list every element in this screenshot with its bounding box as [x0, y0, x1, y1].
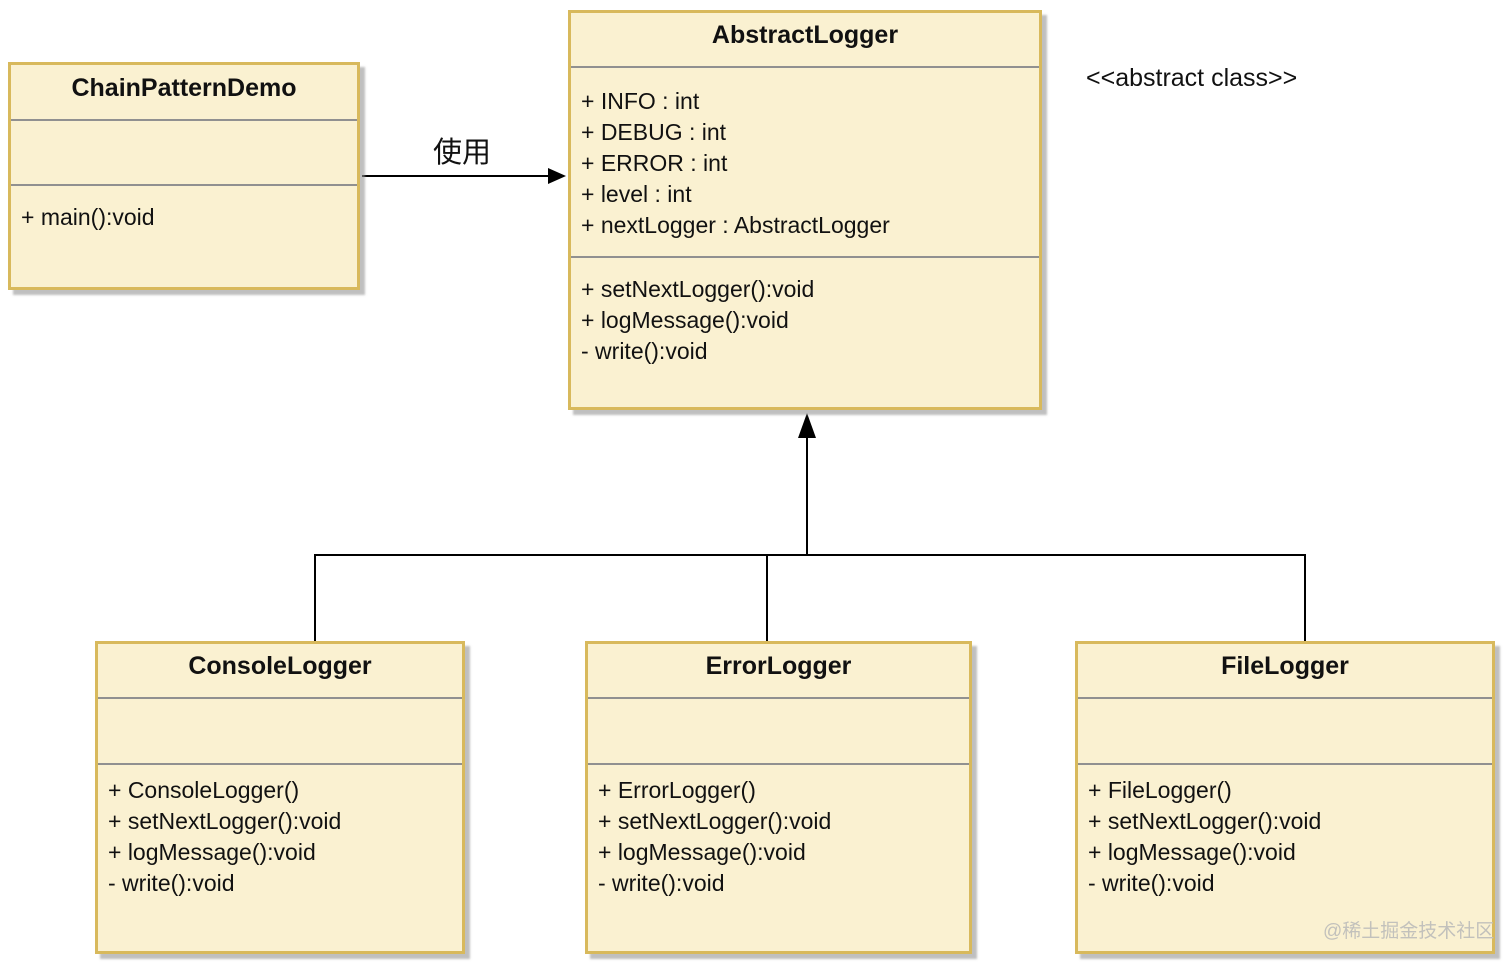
- attribute-line: + DEBUG : int: [581, 119, 727, 145]
- class-title-chain-pattern-demo: ChainPatternDemo: [71, 73, 297, 102]
- methods-section-console-logger: + ConsoleLogger() + setNextLogger():void…: [98, 763, 462, 951]
- method-line: + setNextLogger():void: [108, 808, 342, 834]
- methods-section-chain-pattern-demo: + main():void: [11, 184, 357, 287]
- method-line: + setNextLogger():void: [1088, 808, 1322, 834]
- method-line: + setNextLogger():void: [581, 276, 815, 302]
- attributes-section-abstract-logger: + INFO : int + DEBUG : int + ERROR : int…: [571, 66, 1039, 256]
- method-line: + main():void: [21, 204, 155, 230]
- class-box-error-logger: ErrorLogger + ErrorLogger() + setNextLog…: [585, 641, 972, 954]
- methods-section-file-logger: + FileLogger() + setNextLogger():void + …: [1078, 763, 1492, 951]
- attribute-line: + level : int: [581, 181, 692, 207]
- attribute-line: + nextLogger : AbstractLogger: [581, 212, 890, 238]
- method-line: - write():void: [598, 870, 725, 896]
- method-line: + FileLogger(): [1088, 777, 1232, 803]
- use-arrow-head-icon: [548, 168, 566, 184]
- class-title-error-logger: ErrorLogger: [705, 652, 852, 680]
- class-box-chain-pattern-demo: ChainPatternDemo + main():void: [8, 62, 360, 290]
- methods-section-error-logger: + ErrorLogger() + setNextLogger():void +…: [588, 763, 969, 951]
- generalization-arrow-head-icon: [798, 413, 816, 438]
- methods-section-abstract-logger: + setNextLogger():void + logMessage():vo…: [571, 256, 1039, 407]
- abstract-class-stereotype-label: <<abstract class>>: [1086, 64, 1298, 92]
- method-line: + logMessage():void: [598, 839, 806, 865]
- method-line: + logMessage():void: [581, 307, 789, 333]
- attribute-line: + INFO : int: [581, 88, 700, 114]
- attributes-section-file-logger: [1078, 697, 1492, 763]
- attributes-section-console-logger: [98, 697, 462, 763]
- method-line: + setNextLogger():void: [598, 808, 832, 834]
- attributes-section-error-logger: [588, 697, 969, 763]
- method-line: - write():void: [108, 870, 235, 896]
- class-box-abstract-logger: AbstractLogger + INFO : int + DEBUG : in…: [568, 10, 1042, 410]
- class-box-console-logger: ConsoleLogger + ConsoleLogger() + setNex…: [95, 641, 465, 954]
- method-line: + ConsoleLogger(): [108, 777, 300, 803]
- attributes-section-chain-pattern-demo: [11, 119, 357, 184]
- use-relation-label: 使用: [432, 137, 491, 169]
- class-title-console-logger: ConsoleLogger: [188, 652, 372, 680]
- class-title-abstract-logger: AbstractLogger: [711, 21, 899, 49]
- class-title-file-logger: FileLogger: [1221, 652, 1349, 680]
- class-box-file-logger: FileLogger + FileLogger() + setNextLogge…: [1075, 641, 1495, 954]
- method-line: - write():void: [1088, 870, 1215, 896]
- method-line: + ErrorLogger(): [598, 777, 756, 803]
- method-line: - write():void: [581, 338, 708, 364]
- method-line: + logMessage():void: [108, 839, 316, 865]
- method-line: + logMessage():void: [1088, 839, 1296, 865]
- watermark-text: @稀土掘金技术社区: [1323, 921, 1495, 942]
- attribute-line: + ERROR : int: [581, 150, 728, 176]
